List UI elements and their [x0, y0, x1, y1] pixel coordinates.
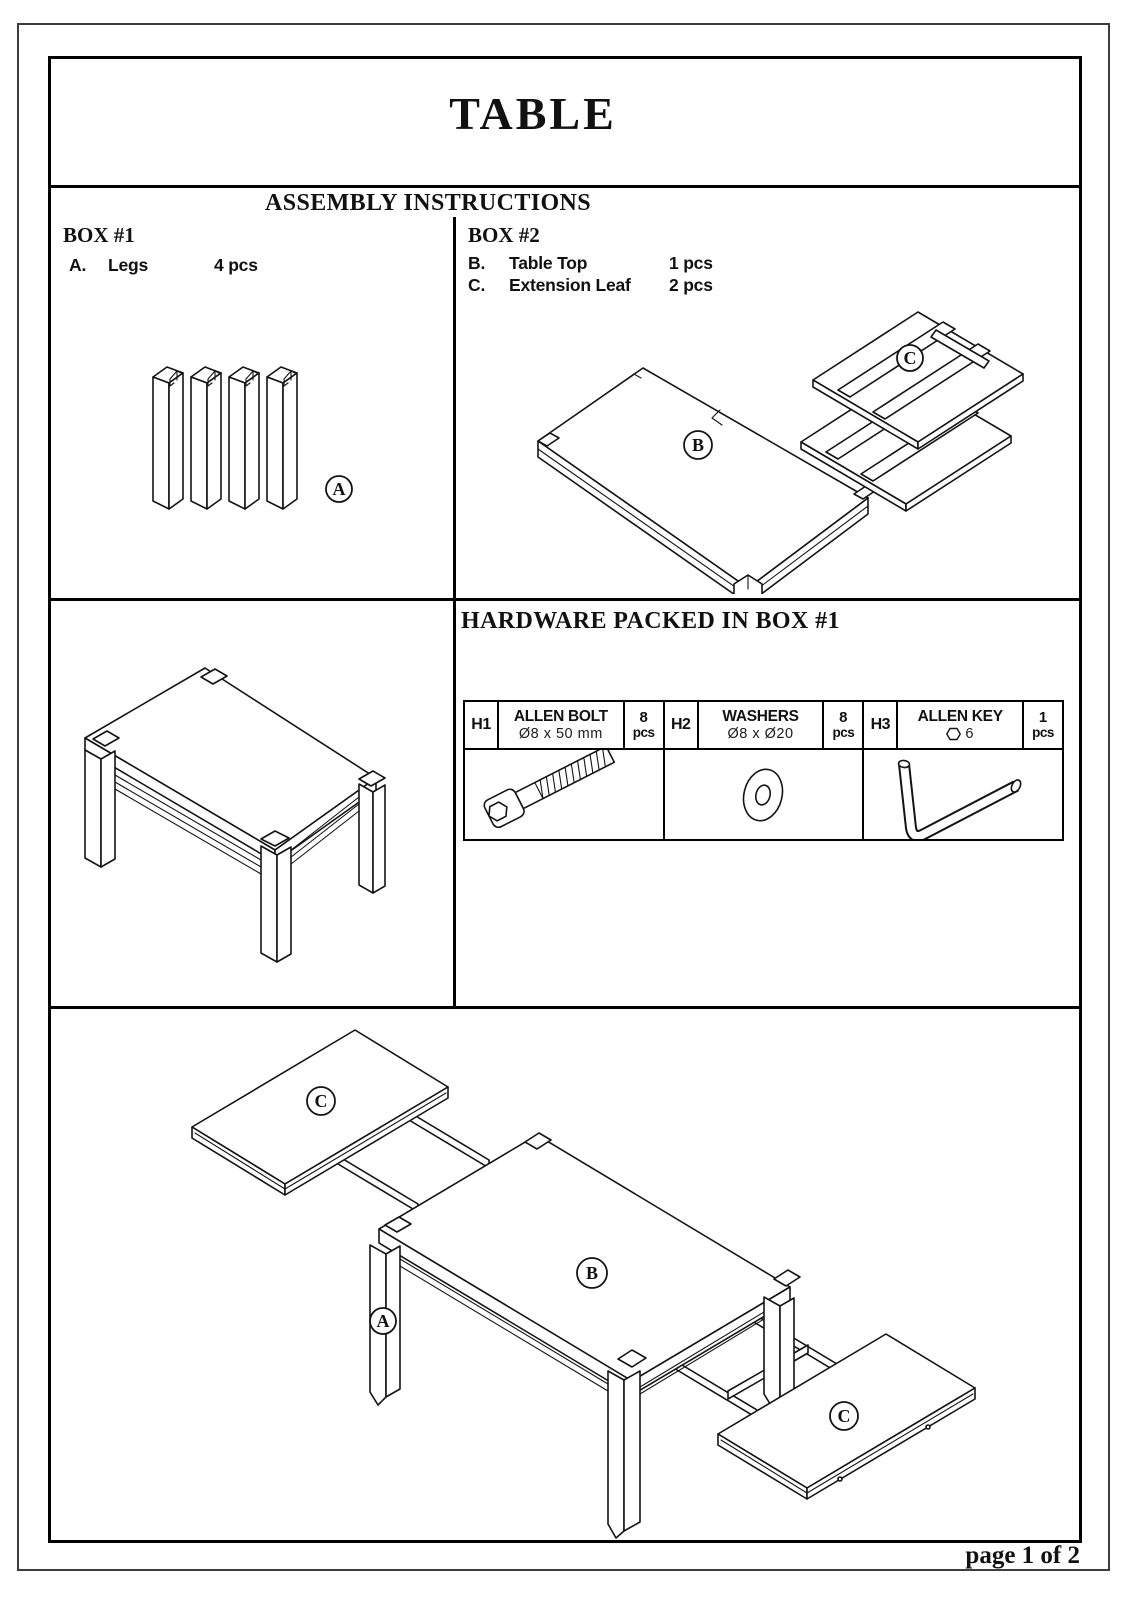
svg-text:C: C — [838, 1406, 851, 1426]
document-title: TABLE — [449, 88, 617, 139]
hardware-name: ALLEN BOLT — [513, 707, 608, 725]
hardware-name: WASHERS — [722, 707, 799, 725]
legs-drawing — [369, 1244, 795, 1539]
hexagon-icon — [946, 727, 962, 741]
hardware-group-h2: H2 WASHERS Ø8 x Ø20 8 pcs — [662, 702, 863, 839]
svg-text:C: C — [904, 348, 917, 368]
hardware-name: ALLEN KEY — [917, 707, 1003, 725]
box2-heading: BOX #2 — [468, 223, 540, 247]
hardware-unit: pcs — [1032, 724, 1054, 740]
hardware-spec: Ø8 x 50 mm — [518, 725, 603, 742]
tabletop-and-leaf-diagram: B C — [537, 311, 1024, 594]
hardware-qty: 8 — [839, 709, 848, 727]
hardware-name-cell: ALLEN KEY 6 — [898, 702, 1022, 748]
legs-diagram: A — [152, 366, 353, 510]
row-divider-line-1 — [51, 598, 1079, 601]
box2-item-row-tabletop: B. Table Top 1 pcs — [51, 253, 751, 277]
box1-item-name: Legs — [108, 255, 149, 275]
hardware-code: H1 — [465, 702, 499, 748]
exploded-table-diagram: C B A C — [191, 1029, 976, 1539]
title-divider-line — [51, 185, 1079, 188]
allen-key-icon — [864, 748, 1063, 839]
hardware-heading: HARDWARE PACKED IN BOX #1 — [461, 608, 840, 634]
hardware-qty-cell: 1 pcs — [1022, 702, 1062, 748]
hardware-name-cell: ALLEN BOLT Ø8 x 50 mm — [499, 702, 623, 748]
table-top-drawing — [378, 1132, 801, 1396]
box1-item-row: A. Legs 4 pcs — [51, 255, 451, 279]
label-A: A — [369, 1307, 397, 1335]
extension-leaves-drawing — [800, 311, 1024, 512]
svg-text:A: A — [377, 1311, 390, 1331]
box2-item-qty: 2 pcs — [669, 275, 713, 295]
box1-heading: BOX #1 — [63, 223, 135, 247]
hardware-group-h1: H1 ALLEN BOLT Ø8 x 50 mm 8 pcs — [465, 702, 663, 839]
assembled-table-diagram — [84, 667, 386, 963]
hardware-name-cell: WASHERS Ø8 x Ø20 — [699, 702, 823, 748]
hardware-qty: 8 — [639, 709, 648, 727]
label-A: A — [325, 475, 353, 503]
hardware-qty: 1 — [1038, 709, 1048, 727]
hardware-qty-cell: 8 pcs — [622, 702, 663, 748]
label-C-top: C — [306, 1086, 336, 1116]
box2-item-qty: 1 pcs — [669, 253, 713, 273]
label-B: B — [576, 1257, 608, 1289]
hardware-spec: Ø8 x Ø20 — [727, 725, 794, 742]
box2-item-code: C. — [468, 275, 486, 295]
svg-text:C: C — [315, 1091, 328, 1111]
hardware-unit: pcs — [832, 724, 855, 740]
hardware-qty-cell: 8 pcs — [822, 702, 862, 748]
hex-size: 6 — [965, 725, 974, 742]
box1-item-code: A. — [69, 255, 87, 275]
hardware-code: H3 — [864, 702, 899, 748]
label-C-bottom: C — [829, 1401, 859, 1431]
hardware-unit: pcs — [632, 724, 655, 740]
hardware-table: H1 ALLEN BOLT Ø8 x 50 mm 8 pcs — [463, 700, 1064, 841]
label-B: B — [683, 430, 713, 460]
svg-text:B: B — [586, 1263, 598, 1283]
box2-item-row-extension-leaf: C. Extension Leaf 2 pcs — [51, 275, 751, 299]
allen-bolt-icon — [465, 748, 663, 839]
box1-item-qty: 4 pcs — [214, 255, 258, 275]
sheet-border: TABLE ASSEMBLY INSTRUCTIONS BOX #1 A. Le… — [48, 56, 1082, 1543]
page-number: page 1 of 2 — [965, 1542, 1080, 1569]
page-outer-border — [17, 23, 1110, 1571]
svg-text:A: A — [333, 479, 346, 499]
box2-item-code: B. — [468, 253, 486, 273]
box2-item-name: Extension Leaf — [509, 275, 631, 295]
washer-icon — [664, 748, 863, 839]
hardware-group-h3: H3 ALLEN KEY 6 1 pcs — [862, 702, 1063, 839]
assembly-instructions-heading: ASSEMBLY INSTRUCTIONS — [264, 190, 592, 216]
row-divider-line-2 — [51, 1006, 1079, 1009]
hardware-spec: 6 — [946, 726, 974, 743]
label-C: C — [896, 344, 924, 372]
table-top-drawing — [537, 367, 876, 594]
svg-text:B: B — [692, 435, 704, 455]
box2-item-name: Table Top — [509, 253, 588, 273]
hardware-code: H2 — [665, 702, 699, 748]
column-divider-line — [453, 217, 456, 1006]
